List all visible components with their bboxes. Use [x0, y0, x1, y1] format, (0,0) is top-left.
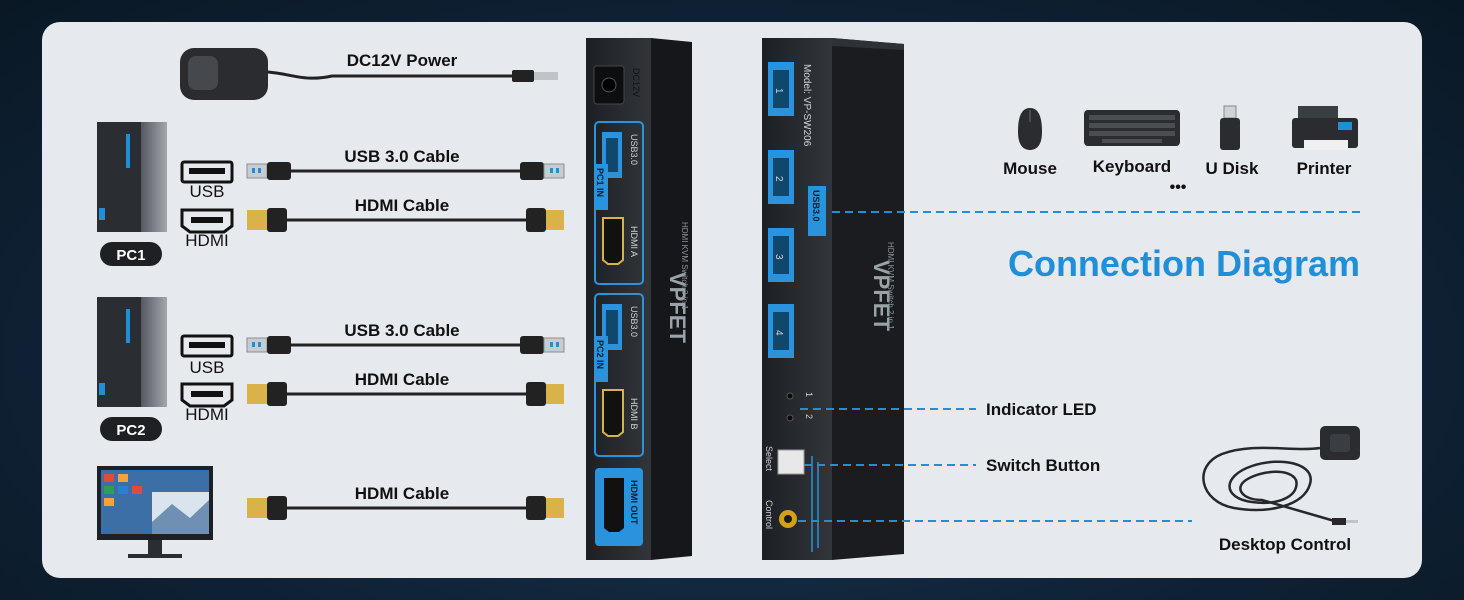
monitor-icon: [97, 466, 213, 558]
hdmi-label-pc2: HDMI: [185, 405, 228, 424]
led-1-label: 1: [804, 392, 814, 397]
hdmi-b-label: HDMI B: [629, 398, 639, 430]
power-cable: [267, 70, 558, 82]
printer-label: Printer: [1297, 159, 1352, 178]
back-brand-logo: VPFET: [869, 260, 894, 331]
usb-cable-label-pc1: USB 3.0 Cable: [344, 147, 459, 166]
usb-label-pc2: USB: [190, 358, 225, 377]
back-usb-label: USB3.0: [811, 190, 821, 222]
pc2-badge: PC2: [100, 417, 162, 441]
hdmi-label-pc1: HDMI: [185, 231, 228, 250]
pc1-label: PC1: [116, 247, 145, 264]
printer-icon: [1292, 106, 1358, 150]
kvm-switch-front-panel: DC12V USB3.0 PC1 IN HDMI A USB3.0 PC2 IN…: [586, 38, 692, 560]
pc1-badge: PC1: [100, 242, 162, 266]
back-port-1: 1: [773, 88, 784, 94]
front-usb-label-2: USB3.0: [629, 306, 639, 337]
connection-diagram: DC12V Power PC1 USB HDMI USB 3.0 Cable: [97, 38, 1360, 560]
back-port-2: 2: [773, 176, 784, 182]
front-usb-label-1: USB3.0: [629, 134, 639, 165]
dc-power-label: DC12V Power: [347, 51, 458, 70]
more-devices-ellipsis: •••: [1170, 179, 1187, 196]
usb-port-icon: [180, 160, 234, 184]
hdmi-cable-monitor: [247, 496, 564, 520]
kvm-switch-back-panel: 1 2 3 4 Model: VP-SW206 USB3.0 1 2 Selec…: [762, 38, 904, 560]
mouse-label: Mouse: [1003, 159, 1057, 178]
indicator-led-label: Indicator LED: [986, 400, 1097, 419]
back-desc: HDMI KVM Switch 2 in 1: [886, 242, 895, 330]
select-label: Select: [764, 446, 774, 472]
hdmi-cable-pc2: [247, 382, 564, 406]
switch-button-label: Switch Button: [986, 456, 1100, 475]
front-brand-logo: VPFET: [665, 272, 690, 343]
hdmi-port-icon: [180, 382, 234, 408]
usb-cable-pc1: [246, 162, 565, 180]
desktop-control-label: Desktop Control: [1219, 535, 1351, 554]
hdmi-out-label: HDMI OUT: [629, 480, 639, 525]
front-desc: HDMI KVM Switch 2 in 1: [680, 222, 689, 310]
diagram-title: Connection Diagram: [1008, 243, 1360, 284]
back-port-4: 4: [773, 330, 784, 336]
power-adapter-icon: [180, 48, 268, 100]
usb-cable-pc2: [246, 336, 565, 354]
desktop-control-icon: [1202, 426, 1360, 525]
hdmi-cable-label-pc2: HDMI Cable: [355, 370, 449, 389]
usb-cable-label-pc2: USB 3.0 Cable: [344, 321, 459, 340]
pc2-label: PC2: [116, 422, 145, 439]
hdmi-port-icon: [180, 208, 234, 234]
pc2-in-label: PC2 IN: [595, 340, 605, 369]
led-2-label: 2: [804, 414, 814, 419]
hdmi-cable-label-pc1: HDMI Cable: [355, 196, 449, 215]
usb-label-pc1: USB: [190, 182, 225, 201]
diagram-panel: DC12V Power PC1 USB HDMI USB 3.0 Cable: [42, 22, 1422, 578]
hdmi-cable-label-monitor: HDMI Cable: [355, 484, 449, 503]
model-label: Model: VP-SW206: [801, 64, 812, 147]
usb-port-icon: [180, 334, 234, 358]
dc-port-label: DC12V: [631, 68, 641, 97]
control-label: Control: [764, 500, 774, 529]
pc2-tower-icon: [97, 297, 167, 407]
back-port-3: 3: [773, 254, 784, 260]
mouse-icon: [1018, 108, 1042, 150]
pc1-in-label: PC1 IN: [595, 168, 605, 197]
keyboard-icon: [1084, 110, 1180, 146]
keyboard-label: Keyboard: [1093, 157, 1171, 176]
udisk-label: U Disk: [1206, 159, 1259, 178]
hdmi-cable-pc1: [247, 208, 564, 232]
usb-drive-icon: [1220, 105, 1240, 150]
pc1-tower-icon: [97, 122, 167, 232]
hdmi-a-label: HDMI A: [629, 226, 639, 257]
